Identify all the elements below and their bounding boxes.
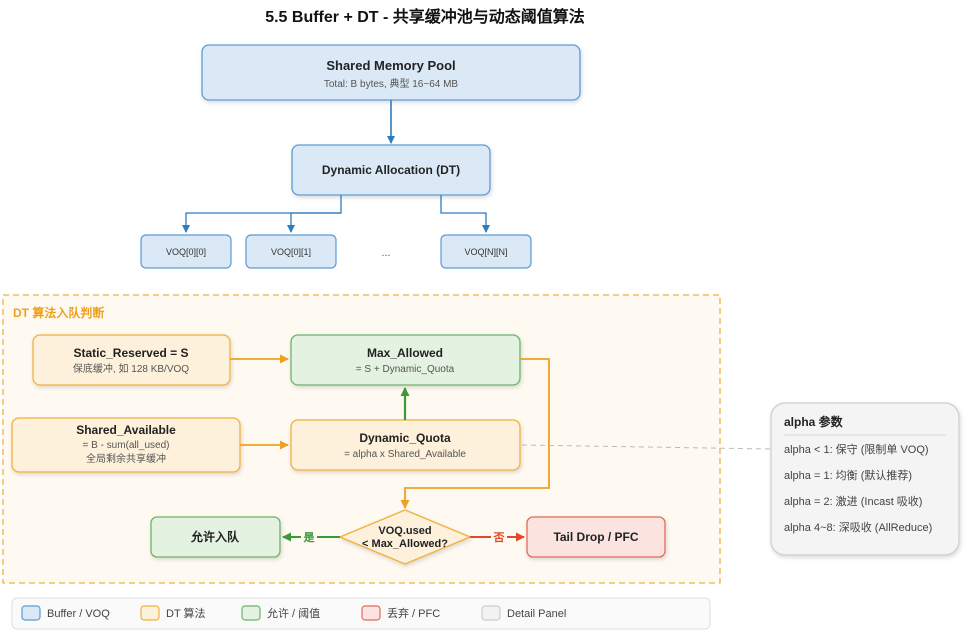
voq-box-1: VOQ[0][1] <box>245 234 337 269</box>
alpha-panel: alpha 参数 alpha < 1: 保守 (限制单 VOQ) alpha =… <box>770 402 960 556</box>
legend-item-allow: 允许 / 阈值 <box>241 605 320 621</box>
voq-label: VOQ[0][0] <box>166 247 206 257</box>
voq-ellipsis: ... <box>381 247 390 259</box>
legend-item-dt: DT 算法 <box>140 605 206 621</box>
legend: Buffer / VOQ DT 算法 允许 / 阈值 丢弃 / PFC Deta… <box>11 597 711 630</box>
accept-title: 允许入队 <box>190 529 240 544</box>
panel-item: alpha < 1: 保守 (限制单 VOQ) <box>784 442 929 456</box>
legend-item-drop: 丢弃 / PFC <box>361 605 440 621</box>
accept-box: 允许入队 <box>150 516 281 558</box>
legend-label: 丢弃 / PFC <box>387 606 440 620</box>
dynamic-quota-box: Dynamic_Quota = alpha x Shared_Available <box>290 419 521 471</box>
shared-available-desc: 全局剩余共享缓冲 <box>86 452 166 465</box>
dynamic-quota-title: Dynamic_Quota <box>359 431 451 445</box>
voq-label: VOQ[0][1] <box>271 247 311 257</box>
no-label: 否 <box>493 531 505 544</box>
pool-subtitle: Total: B bytes, 典型 16~64 MB <box>324 77 459 90</box>
page-title: 5.5 Buffer + DT - 共享缓冲池与动态阈值算法 <box>265 7 585 26</box>
dt-title: Dynamic Allocation (DT) <box>322 163 460 177</box>
shared-available-box: Shared_Available = B - sum(all_used) 全局剩… <box>11 417 241 473</box>
decision-line1: VOQ.used <box>378 525 431 537</box>
max-allowed-title: Max_Allowed <box>367 346 443 360</box>
panel-title: alpha 参数 <box>784 414 844 429</box>
yes-label: 是 <box>303 531 316 544</box>
max-allowed-box: Max_Allowed = S + Dynamic_Quota <box>290 334 521 386</box>
dynamic-quota-formula: = alpha x Shared_Available <box>344 449 466 460</box>
section-title: DT 算法入队判断 <box>13 305 104 320</box>
drop-box: Tail Drop / PFC <box>526 516 666 558</box>
panel-item: alpha = 1: 均衡 (默认推荐) <box>784 468 912 482</box>
max-allowed-formula: = S + Dynamic_Quota <box>356 364 455 375</box>
dt-to-voq-connectors <box>182 195 490 233</box>
panel-item: alpha 4~8: 深吸收 (AllReduce) <box>784 520 932 534</box>
drop-title: Tail Drop / PFC <box>553 530 638 544</box>
dynamic-allocation-box: Dynamic Allocation (DT) <box>291 144 491 196</box>
shared-available-formula: = B - sum(all_used) <box>83 440 170 451</box>
legend-label: DT 算法 <box>166 606 206 620</box>
legend-item-panel: Detail Panel <box>481 605 566 621</box>
yes-label-bg <box>301 529 317 544</box>
shared-memory-pool-box: Shared Memory Pool Total: B bytes, 典型 16… <box>201 44 581 101</box>
no-label-bg <box>491 529 507 544</box>
voq-box-n: VOQ[N][N] <box>440 234 532 269</box>
panel-item: alpha = 2: 激进 (Incast 吸收) <box>784 494 922 508</box>
pool-title: Shared Memory Pool <box>326 58 455 73</box>
decision-diamond: VOQ.used < Max_Allowed? <box>338 509 472 565</box>
decision-line2: < Max_Allowed? <box>362 538 448 550</box>
legend-label: Detail Panel <box>507 608 566 620</box>
max-to-decision-arrow <box>400 358 550 509</box>
static-reserved-title: Static_Reserved = S <box>73 346 188 360</box>
voq-box-0: VOQ[0][0] <box>140 234 232 269</box>
voq-label: VOQ[N][N] <box>464 247 507 257</box>
legend-label: Buffer / VOQ <box>47 608 110 620</box>
legend-label: 允许 / 阈值 <box>267 606 320 620</box>
legend-item-buffer: Buffer / VOQ <box>21 605 110 621</box>
shared-available-title: Shared_Available <box>76 423 176 437</box>
static-reserved-box: Static_Reserved = S 保底缓冲, 如 128 KB/VOQ <box>32 334 231 386</box>
static-reserved-subtitle: 保底缓冲, 如 128 KB/VOQ <box>73 362 189 375</box>
